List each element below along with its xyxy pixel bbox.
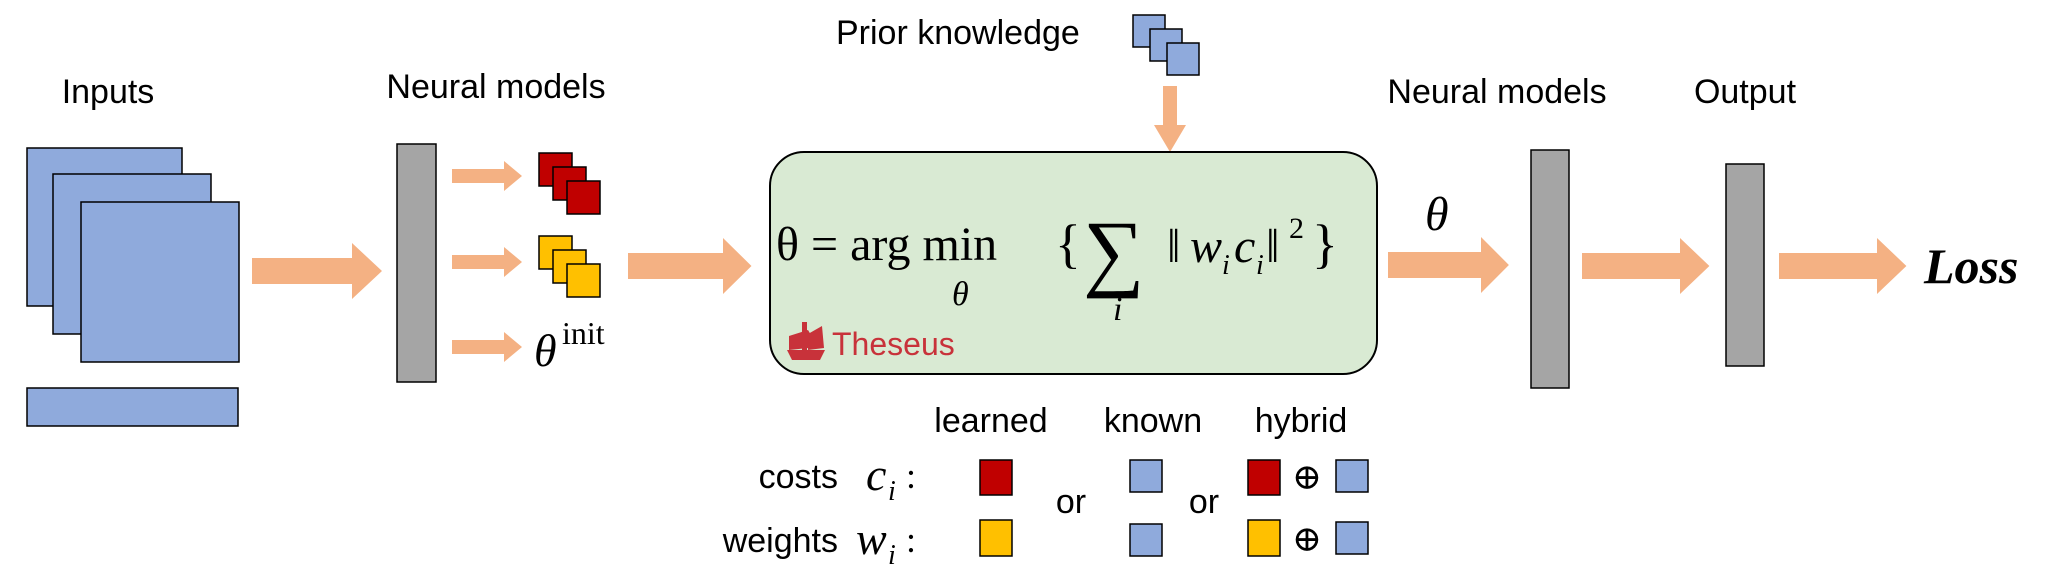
- arrow-to-right-models: [1388, 237, 1509, 293]
- equation-argmin-subscript: θ: [952, 276, 969, 313]
- optimization-equation: θ = arg min θ { ∑ i ‖ w i c i ‖ 2 }: [776, 203, 1338, 328]
- arrow-to-costs: [452, 161, 522, 191]
- output-label: Output: [1694, 73, 1797, 111]
- arrow-to-weights: [452, 247, 522, 277]
- equation-w: w: [1190, 220, 1222, 273]
- arrow-to-loss: [1779, 238, 1907, 294]
- equation-c: c: [1234, 220, 1255, 273]
- legend-header-learned: learned: [934, 402, 1047, 440]
- legend-weights-symbol: w: [856, 513, 887, 564]
- learned-costs-stack: [538, 152, 601, 215]
- neural-models-right-label: Neural models: [1387, 73, 1606, 111]
- legend-hybrid-weight-known-square: [1335, 521, 1369, 555]
- equation-norm-open: ‖: [1167, 220, 1180, 273]
- legend-weights-colon: :: [906, 520, 916, 560]
- equation-w-subscript: i: [1222, 250, 1230, 281]
- equation-lhs: θ = arg min: [776, 218, 997, 271]
- arrow-to-optimizer: [628, 238, 752, 294]
- legend-oplus-costs: ⊕: [1292, 457, 1322, 497]
- legend-header-known: known: [1104, 402, 1202, 440]
- legend-costs-subscript: i: [888, 476, 896, 507]
- prior-knowledge-label: Prior knowledge: [836, 14, 1080, 52]
- legend-hybrid-cost-learned-square: [1247, 459, 1281, 496]
- legend-header-hybrid: hybrid: [1255, 402, 1348, 440]
- equation-squared: 2: [1289, 212, 1304, 245]
- legend-hybrid-weight-learned-square: [1247, 519, 1281, 557]
- prior-knowledge-stack: [1132, 14, 1200, 76]
- arrow-prior-to-optimizer: [1154, 86, 1186, 152]
- learned-weights-stack: [538, 235, 601, 298]
- theseus-logo: Theseus: [787, 322, 955, 362]
- neural-models-left-label: Neural models: [386, 68, 605, 106]
- equation-c-subscript: i: [1256, 250, 1264, 281]
- legend: learned known hybrid costs c i : ⊕ or or…: [722, 402, 1369, 571]
- legend-hybrid-cost-known-square: [1335, 459, 1369, 493]
- theta-init-symbol: θ: [534, 325, 557, 376]
- arrow-inputs-to-models: [252, 243, 382, 299]
- optimizer-layer: [769, 151, 1378, 375]
- legend-learned-cost-square: [979, 459, 1013, 496]
- neural-model-left-bar: [396, 143, 437, 383]
- equation-close-brace: }: [1312, 214, 1338, 274]
- equation-norm-close: ‖: [1266, 220, 1279, 273]
- theta-init-superscript: init: [562, 315, 605, 351]
- legend-or-1: or: [1056, 483, 1086, 521]
- inputs-label: Inputs: [62, 73, 155, 111]
- legend-oplus-weights: ⊕: [1292, 519, 1322, 559]
- legend-known-weight-square: [1129, 523, 1163, 557]
- loss-label: Loss: [1923, 238, 2018, 294]
- equation-open-brace: {: [1055, 214, 1081, 274]
- legend-weights-subscript: i: [888, 540, 896, 571]
- theseus-brand-name: Theseus: [832, 326, 955, 362]
- neural-model-right-bar: [1530, 149, 1570, 389]
- legend-weights-label: weights: [722, 522, 838, 560]
- ship-icon: [787, 322, 825, 360]
- legend-or-2: or: [1189, 483, 1219, 521]
- legend-costs-colon: :: [906, 456, 916, 496]
- theta-output-symbol: θ: [1425, 188, 1449, 241]
- legend-costs-label: costs: [759, 458, 838, 496]
- legend-costs-symbol: c: [866, 449, 886, 500]
- output-bar: [1725, 163, 1765, 367]
- arrow-to-output: [1582, 238, 1710, 294]
- arrow-to-theta-init: [452, 332, 522, 362]
- equation-sum-index: i: [1113, 291, 1122, 328]
- legend-learned-weight-square: [979, 519, 1013, 557]
- input-stack: [26, 147, 240, 427]
- equation-sum: ∑: [1083, 203, 1144, 299]
- legend-known-cost-square: [1129, 459, 1163, 493]
